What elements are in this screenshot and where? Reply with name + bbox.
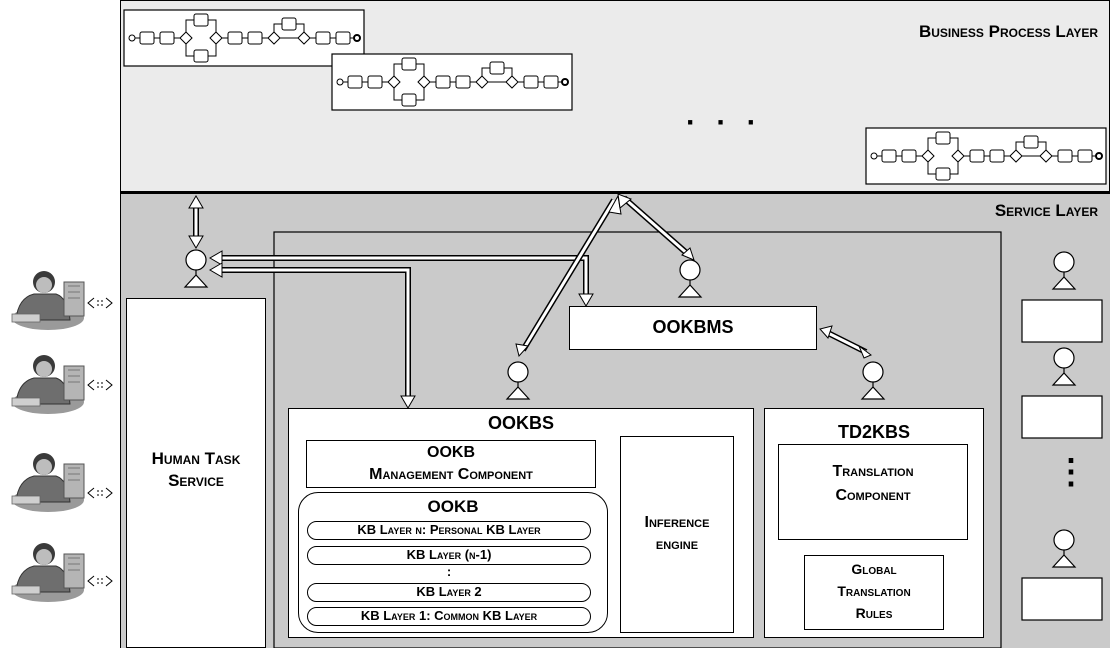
service-interface-icon bbox=[1052, 529, 1076, 568]
business-process-diagram bbox=[331, 53, 573, 111]
global-translation-rules-box bbox=[804, 555, 944, 630]
global-rules-line3: Rules bbox=[855, 605, 893, 621]
ookb-management-line1: OOKB bbox=[427, 444, 475, 461]
translation-line1: Translation bbox=[832, 463, 914, 480]
human-task-label-line2: Service bbox=[168, 471, 224, 490]
user-link-icon bbox=[87, 379, 113, 391]
kb-layer-dots: : bbox=[446, 564, 452, 579]
inference-line2: engine bbox=[655, 536, 699, 553]
user-icon bbox=[11, 270, 85, 331]
ookb-management-label: OOKB Management Component bbox=[306, 442, 596, 486]
ookbs-label: OOKBS bbox=[487, 413, 554, 433]
translation-component-label: Translation Component bbox=[778, 460, 968, 508]
human-task-service-box bbox=[126, 298, 266, 648]
ookbms-box bbox=[569, 306, 817, 350]
user-icon bbox=[11, 542, 85, 603]
generic-service-box bbox=[1021, 299, 1103, 343]
business-process-diagram bbox=[123, 9, 365, 67]
generic-service-box bbox=[1021, 577, 1103, 621]
generic-service-box bbox=[1021, 395, 1103, 439]
ookbs-interface-icon bbox=[506, 361, 530, 400]
kb-layer-label: KB Layer 2 bbox=[416, 584, 482, 599]
service-layer-title: Service Layer bbox=[994, 201, 1098, 220]
service-interface-icon bbox=[1052, 347, 1076, 386]
ookb-management-box bbox=[306, 440, 596, 488]
translation-component-box bbox=[778, 444, 968, 540]
service-interface-icon bbox=[1052, 251, 1076, 290]
human-task-label-line1: Human Task bbox=[151, 449, 241, 468]
business-layer-title: Business Process Layer bbox=[918, 22, 1098, 41]
inference-line1: Inference bbox=[644, 514, 710, 531]
td2kbs-interface-icon bbox=[861, 361, 885, 400]
human-task-service-label: Human Task Service bbox=[126, 448, 266, 492]
user-link-icon bbox=[87, 575, 113, 587]
kb-layer-item bbox=[307, 521, 591, 540]
ookbms-label: OOKBMS bbox=[652, 317, 734, 337]
ookb-management-line2: Management Component bbox=[369, 466, 533, 483]
td2kbs-label: TD2KBS bbox=[837, 422, 910, 442]
inference-engine-label: Inference engine bbox=[620, 512, 734, 556]
service-ellipsis: ⋮ bbox=[1054, 453, 1088, 491]
global-translation-rules-label: Global Translation Rules bbox=[804, 558, 944, 624]
kb-layer-item bbox=[307, 607, 591, 626]
business-process-ellipsis: · · · bbox=[686, 106, 763, 139]
kb-layer-label: KB Layer (n-1) bbox=[406, 547, 492, 562]
kb-layer-label: KB Layer n: Personal KB Layer bbox=[357, 522, 541, 537]
ookbms-container bbox=[273, 231, 1002, 648]
user-icon bbox=[11, 452, 85, 513]
business-process-diagram bbox=[865, 127, 1107, 185]
kb-layer-label: KB Layer 1: Common KB Layer bbox=[360, 608, 538, 623]
user-link-icon bbox=[87, 297, 113, 309]
kb-layer-item bbox=[307, 583, 591, 602]
kb-layer-item bbox=[307, 546, 591, 565]
ookb-label: OOKB bbox=[427, 497, 479, 516]
translation-line2: Component bbox=[835, 487, 911, 504]
user-link-icon bbox=[87, 487, 113, 499]
global-rules-line2: Translation bbox=[837, 583, 911, 599]
ookbms-interface-icon bbox=[678, 259, 702, 298]
user-icon bbox=[11, 354, 85, 415]
inference-engine-box bbox=[620, 436, 734, 633]
human-task-interface-icon bbox=[184, 249, 208, 288]
connection-arrows bbox=[188, 193, 872, 409]
global-rules-line1: Global bbox=[851, 561, 897, 577]
